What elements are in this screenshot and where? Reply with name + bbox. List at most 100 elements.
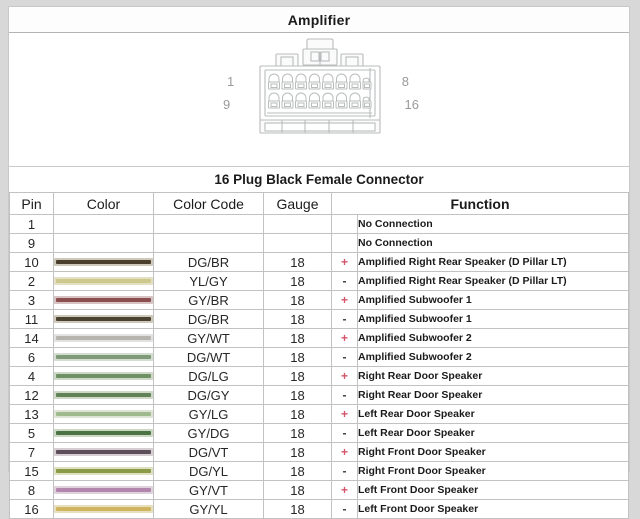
wire-swatch-stripe (56, 298, 151, 302)
wire-swatch (54, 467, 153, 475)
cell-pin-number: 4 (9, 366, 54, 386)
cell-color-code: DG/LG (153, 366, 264, 386)
connector-pin-label-bottom-right: 16 (404, 97, 419, 112)
cell-color-code: DG/GY (153, 385, 264, 405)
cell-function-description: No Connection (357, 214, 629, 234)
cell-function-description: Left Front Door Speaker (357, 480, 629, 500)
cell-pin-number: 15 (9, 461, 54, 481)
column-header-pin: Pin (9, 192, 54, 215)
column-header-color: Color (53, 192, 154, 215)
cell-pin-number: 9 (9, 233, 54, 253)
connector-drawing-icon (259, 38, 381, 134)
wire-swatch (54, 372, 153, 380)
cell-function-description: Right Front Door Speaker (357, 442, 629, 462)
cell-polarity: + (331, 480, 358, 500)
cell-color-code: DG/BR (153, 252, 264, 272)
wire-swatch (54, 315, 153, 323)
wire-swatch (54, 410, 153, 418)
connector-illustration-area: 1 9 8 16 (9, 33, 629, 167)
cell-wire-color-swatch (53, 347, 154, 367)
cell-color-code: GY/VT (153, 480, 264, 500)
cell-color-code (153, 214, 264, 234)
cell-gauge: 18 (263, 423, 332, 443)
wire-swatch (54, 277, 153, 285)
cell-gauge: 18 (263, 480, 332, 500)
cell-function-description: Left Front Door Speaker (357, 499, 629, 519)
wire-swatch (54, 391, 153, 399)
cell-polarity: - (331, 309, 358, 329)
cell-gauge: 18 (263, 461, 332, 481)
cell-gauge: 18 (263, 499, 332, 519)
cell-wire-color-swatch (53, 309, 154, 329)
wire-swatch (54, 505, 153, 513)
wire-swatch-stripe (56, 412, 151, 416)
cell-color-code: GY/YL (153, 499, 264, 519)
cell-gauge: 18 (263, 328, 332, 348)
cell-function-description: Amplified Subwoofer 1 (357, 309, 629, 329)
cell-color-code: GY/LG (153, 404, 264, 424)
cell-wire-color-swatch (53, 480, 154, 500)
document-page: Amplifier 1 9 8 16 (8, 6, 630, 519)
cell-gauge (263, 214, 332, 234)
cell-pin-number: 7 (9, 442, 54, 462)
cell-pin-number: 10 (9, 252, 54, 272)
cell-color-code: DG/YL (153, 461, 264, 481)
cell-gauge: 18 (263, 347, 332, 367)
wire-swatch-stripe (56, 355, 151, 359)
wire-swatch-stripe (56, 431, 151, 435)
wire-swatch (54, 334, 153, 342)
connector-figure: 1 9 8 16 (219, 37, 419, 141)
cell-gauge: 18 (263, 442, 332, 462)
cell-polarity: + (331, 404, 358, 424)
table-row: 9 No Connection (9, 233, 629, 253)
cell-wire-color-swatch (53, 214, 154, 234)
cell-polarity: - (331, 385, 358, 405)
cell-polarity: + (331, 328, 358, 348)
cell-polarity: - (331, 347, 358, 367)
column-header-color-code: Color Code (153, 192, 264, 215)
page-title: Amplifier (287, 11, 351, 28)
cell-color-code: DG/WT (153, 347, 264, 367)
cell-polarity: - (331, 461, 358, 481)
cell-color-code: GY/WT (153, 328, 264, 348)
wire-swatch (54, 429, 153, 437)
cell-pin-number: 3 (9, 290, 54, 310)
cell-gauge: 18 (263, 290, 332, 310)
cell-pin-number: 11 (9, 309, 54, 329)
column-header-gauge: Gauge (263, 192, 332, 215)
cell-polarity: + (331, 290, 358, 310)
cell-function-description: Left Rear Door Speaker (357, 423, 629, 443)
cell-wire-color-swatch (53, 385, 154, 405)
cell-wire-color-swatch (53, 366, 154, 386)
cell-wire-color-swatch (53, 271, 154, 291)
column-header-function: Function (331, 192, 629, 215)
document-title-bar: Amplifier (9, 7, 629, 33)
cell-function-description: Amplified Right Rear Speaker (D Pillar L… (357, 252, 629, 272)
cell-gauge: 18 (263, 252, 332, 272)
cell-function-description: Amplified Subwoofer 2 (357, 347, 629, 367)
cell-wire-color-swatch (53, 252, 154, 272)
cell-wire-color-swatch (53, 328, 154, 348)
wire-swatch-stripe (56, 374, 151, 378)
cell-pin-number: 1 (9, 214, 54, 234)
cell-function-description: No Connection (357, 233, 629, 253)
cell-pin-number: 13 (9, 404, 54, 424)
cell-polarity: + (331, 442, 358, 462)
cell-color-code: YL/GY (153, 271, 264, 291)
wire-swatch-stripe (56, 317, 151, 321)
cell-function-description: Amplified Right Rear Speaker (D Pillar L… (357, 271, 629, 291)
wire-swatch-stripe (56, 507, 151, 511)
cell-function-description: Left Rear Door Speaker (357, 404, 629, 424)
cell-pin-number: 12 (9, 385, 54, 405)
wire-swatch (54, 296, 153, 304)
